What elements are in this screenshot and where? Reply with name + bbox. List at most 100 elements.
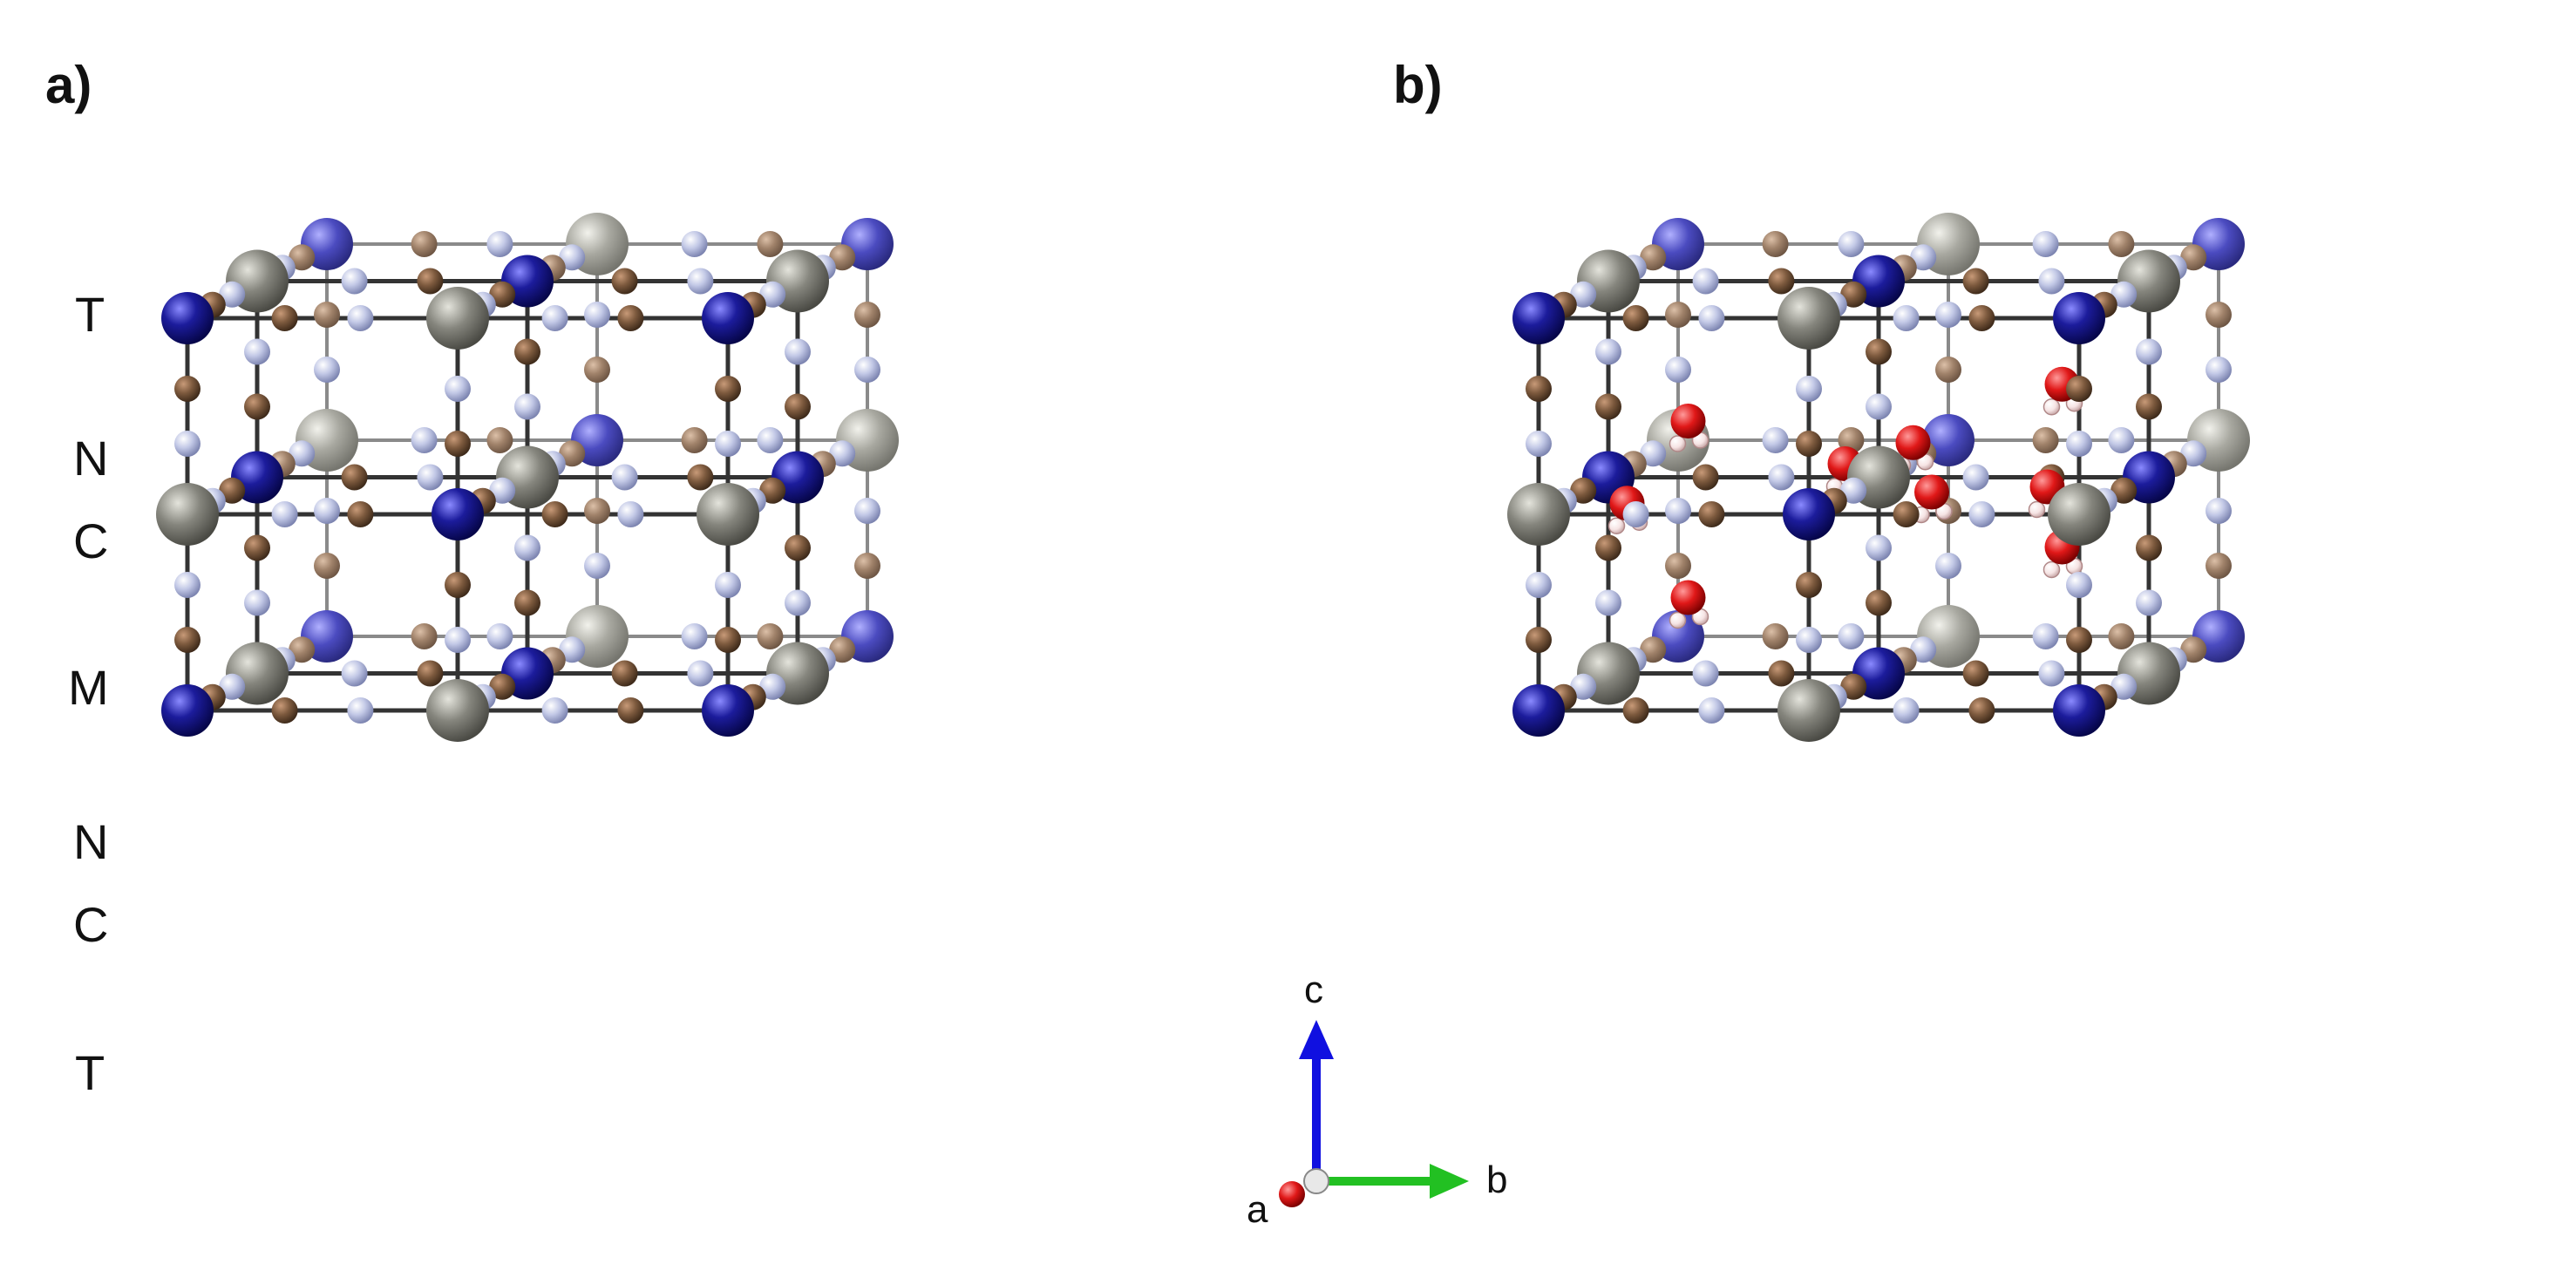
- metal-atom-m: [426, 287, 489, 350]
- carbon-atom: [2180, 244, 2207, 271]
- carbon-atom: [347, 501, 374, 527]
- nitrogen-atom: [445, 376, 471, 402]
- carbon-atom: [2180, 636, 2207, 663]
- transition-metal-atom-t: [2053, 292, 2105, 344]
- nitrogen-atom: [417, 464, 444, 491]
- panel-b-label: b): [1393, 56, 1443, 114]
- oxygen-atom: [1895, 425, 1931, 460]
- nitrogen-atom: [759, 673, 786, 700]
- nitrogen-atom: [687, 660, 714, 687]
- carbon-atom: [2032, 427, 2059, 453]
- carbon-atom: [757, 623, 784, 649]
- carbon-atom: [219, 477, 246, 504]
- nitrogen-atom: [174, 572, 201, 598]
- axes-triad: c b a: [1247, 968, 1507, 1231]
- nitrogen-atom: [541, 697, 568, 724]
- carbon-atom: [2206, 302, 2232, 328]
- transition-metal-atom-t: [161, 684, 214, 737]
- nitrogen-atom: [219, 673, 246, 700]
- oxygen-atom: [1914, 474, 1949, 510]
- nitrogen-atom: [1665, 498, 1691, 524]
- nitrogen-atom: [2066, 431, 2092, 457]
- axis-a-ball: [1279, 1181, 1305, 1207]
- nitrogen-atom: [1796, 376, 1822, 402]
- nitrogen-atom: [2032, 623, 2059, 649]
- carbon-atom: [1762, 231, 1789, 257]
- row-label-n-upper: N: [73, 431, 108, 486]
- nitrogen-atom: [1962, 464, 1989, 491]
- nitrogen-atom: [584, 302, 610, 328]
- axis-b-label: b: [1486, 1159, 1507, 1201]
- carbon-atom: [785, 393, 811, 420]
- metal-atom-m: [426, 679, 489, 742]
- nitrogen-atom: [681, 231, 708, 257]
- axis-a-label: a: [1247, 1188, 1268, 1231]
- carbon-atom: [1962, 660, 1989, 687]
- nitrogen-atom: [1866, 534, 1892, 561]
- carbon-atom: [687, 464, 714, 491]
- carbon-atom: [1698, 501, 1725, 527]
- nitrogen-atom: [559, 636, 586, 663]
- row-label-n-lower: N: [73, 814, 108, 869]
- carbon-atom: [1935, 357, 1961, 383]
- nitrogen-atom: [2206, 357, 2232, 383]
- carbon-atom: [2108, 231, 2135, 257]
- carbon-atom: [289, 244, 316, 271]
- carbon-atom: [314, 302, 340, 328]
- carbon-atom: [1640, 244, 1667, 271]
- nitrogen-atom: [514, 393, 540, 420]
- nitrogen-atom: [1866, 393, 1892, 420]
- carbon-atom: [1570, 477, 1597, 504]
- metal-atom-m: [1777, 287, 1840, 350]
- carbon-atom: [559, 440, 586, 467]
- hydrogen-atom: [1669, 435, 1687, 452]
- row-label-t-bottom: T: [75, 1045, 105, 1100]
- nitrogen-atom: [1838, 231, 1865, 257]
- row-labels: T N C M N C T: [68, 287, 109, 1100]
- nitrogen-atom: [759, 281, 786, 308]
- nitrogen-atom: [1526, 572, 1552, 598]
- carbon-atom: [617, 697, 644, 724]
- carbon-atom: [411, 231, 438, 257]
- carbon-atom: [1595, 534, 1621, 561]
- hydrogen-atom: [2042, 561, 2061, 579]
- carbon-atom: [486, 427, 513, 453]
- nitrogen-atom: [347, 697, 374, 724]
- carbon-atom: [854, 302, 880, 328]
- nitrogen-atom: [1640, 440, 1667, 467]
- carbon-atom: [715, 376, 741, 402]
- nitrogen-atom: [1893, 697, 1920, 724]
- axis-b-arrowhead: [1430, 1164, 1469, 1199]
- nitrogen-atom: [1935, 302, 1961, 328]
- nitrogen-atom: [314, 498, 340, 524]
- carbon-atom: [314, 553, 340, 579]
- carbon-atom: [1768, 268, 1795, 295]
- carbon-atom: [2136, 534, 2162, 561]
- carbon-atom: [611, 660, 638, 687]
- carbon-atom: [1762, 623, 1789, 649]
- carbon-atom: [541, 501, 568, 527]
- row-label-m: M: [68, 660, 109, 715]
- nitrogen-atom: [2180, 440, 2207, 467]
- nitrogen-atom: [854, 498, 880, 524]
- nitrogen-atom: [1935, 553, 1961, 579]
- carbon-atom: [1968, 305, 1995, 331]
- carbon-atom: [244, 393, 270, 420]
- nitrogen-atom: [2038, 268, 2065, 295]
- transition-metal-atom-t: [702, 292, 754, 344]
- nitrogen-atom: [1622, 501, 1649, 527]
- carbon-atom: [1692, 464, 1719, 491]
- nitrogen-atom: [1762, 427, 1789, 453]
- carbon-atom: [1962, 268, 1989, 295]
- nitrogen-atom: [2066, 572, 2092, 598]
- structure-panel-a: [156, 213, 899, 742]
- carbon-atom: [514, 338, 540, 365]
- carbon-atom: [2206, 553, 2232, 579]
- oxygen-atom: [1670, 580, 1706, 615]
- nitrogen-atom: [1910, 244, 1937, 271]
- row-label-c-lower: C: [73, 897, 108, 952]
- nitrogen-atom: [244, 338, 270, 365]
- carbon-atom: [411, 623, 438, 649]
- nitrogen-atom: [514, 534, 540, 561]
- nitrogen-atom: [486, 623, 513, 649]
